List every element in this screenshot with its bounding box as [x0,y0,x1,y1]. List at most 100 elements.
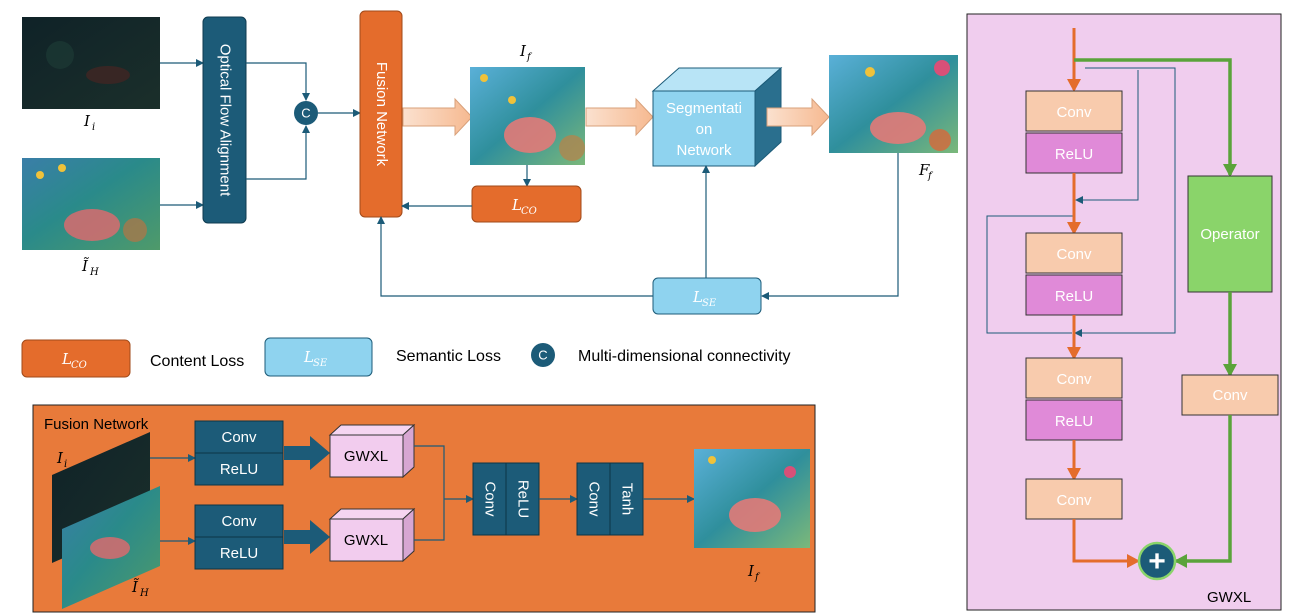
fusion-network-block: Fusion Network [359,10,403,218]
svg-text:C: C [538,347,547,362]
concat-node: C [294,101,318,125]
legend-semantic-loss-swatch: L SE [264,337,373,377]
svg-text:CO: CO [71,360,87,371]
fused-image [470,67,585,165]
svg-text:on: on [696,121,713,138]
segmentation-feature-image [829,55,958,153]
svg-text:ReLU: ReLU [220,461,258,478]
optical-flow-alignment-block: Optical Flow Alignment [202,16,247,224]
fusion-panel-title: Fusion Network [44,416,149,433]
svg-text:Tanh: Tanh [619,483,636,516]
svg-text:f: f [927,171,934,182]
fusion-panel-output-image [694,449,810,548]
svg-text:ReLU: ReLU [515,480,532,518]
fusion-upper-conv-relu: Conv ReLU [194,420,284,486]
arrow-feature-to-semantic-loss [761,153,899,300]
fusion-panel-input-high [62,486,160,609]
gwxl-green-to-sum [1174,415,1232,568]
svg-text:i: i [64,459,67,470]
svg-text:L: L [303,348,314,366]
svg-text:Conv: Conv [1056,246,1092,263]
big-arrow-fusion-to-output [402,97,473,137]
svg-text:Conv: Conv [586,481,603,517]
fusion-lower-gwxl: GWXL [328,507,416,563]
big-arrow-fused-to-segmentation [585,97,654,137]
segmentation-network-cube: Segmentati on Network [651,66,783,168]
gwxl-sum-node: + [1137,541,1177,581]
svg-text:Segmentati: Segmentati [666,100,742,117]
big-arrow-segmentation-to-feature [766,97,830,137]
svg-text:GWXL: GWXL [344,448,388,465]
fusion-panel-output-label: I f [747,562,761,583]
fusion-upper-gwxl: GWXL [328,423,416,479]
svg-text:GWXL: GWXL [344,532,388,549]
svg-text:H: H [89,267,99,278]
svg-text:Conv: Conv [1056,371,1092,388]
semantic-loss-box: L SE [652,277,762,315]
svg-text:L: L [511,196,522,214]
fusion-panel-input-high-label: Ĩ H [131,578,149,599]
input-high-exposure-image [22,158,160,250]
gwxl-operator-block: Operator [1187,175,1273,293]
svg-text:SE: SE [702,298,717,309]
svg-text:Conv: Conv [221,429,257,446]
gwxl-green-branch-top [1074,58,1237,177]
input-low-light-image [22,17,160,109]
fusion-upper-block-arrow [284,436,330,470]
svg-text:L: L [61,350,72,368]
svg-text:F: F [918,161,930,179]
svg-text:Conv: Conv [482,481,499,517]
gwxl-conv-relu-3: Conv ReLU [1025,357,1123,441]
fusion-mid-conv-relu: Conv ReLU [472,462,540,536]
svg-text:ReLU: ReLU [1055,146,1093,163]
svg-text:C: C [301,105,310,120]
gwxl-panel-title: GWXL [1207,589,1251,606]
gwxl-panel [966,13,1282,611]
fusion-merge-lines [414,445,445,541]
input-high-exposure-label: Ĩ H [81,257,99,278]
legend-semantic-loss-text: Semantic Loss [396,348,501,365]
feature-label: F f [918,161,934,182]
svg-text:ReLU: ReLU [1055,413,1093,430]
gwxl-skip-line-a [1074,67,1176,337]
gwxl-arrow-to-sum [1072,519,1140,568]
arrow-flow-top-to-concat [246,62,310,101]
content-loss-box: L CO [471,185,582,223]
svg-text:Network: Network [676,142,732,159]
svg-text:H: H [139,588,149,599]
gwxl-skip-line-b [1075,70,1139,204]
svg-text:I: I [83,112,91,130]
fusion-network-panel [32,404,816,613]
legend-content-loss-swatch: L CO [21,339,131,378]
fusion-lower-block-arrow [284,520,330,554]
svg-text:f: f [754,572,761,583]
fusion-lower-conv-relu: Conv ReLU [194,504,284,570]
arrow-semantic-loss-to-fusion [377,216,653,297]
svg-text:Optical Flow Alignment: Optical Flow Alignment [217,44,234,197]
svg-text:+: + [1148,545,1166,578]
svg-text:I: I [519,42,527,60]
svg-text:SE: SE [313,358,328,369]
arrow-flow-bottom-to-concat [246,125,310,180]
legend-concat-node: C [531,343,555,367]
svg-text:L: L [692,288,703,306]
gwxl-conv-4: Conv [1025,478,1123,520]
svg-text:ReLU: ReLU [220,545,258,562]
fused-image-label: I f [519,42,533,63]
svg-text:Operator: Operator [1200,226,1259,243]
svg-text:I: I [747,562,755,580]
svg-text:Fusion Network: Fusion Network [373,62,390,167]
svg-text:CO: CO [521,206,537,217]
legend-content-loss-text: Content Loss [150,353,244,370]
svg-text:i: i [92,122,95,133]
svg-text:ReLU: ReLU [1055,288,1093,305]
gwxl-branch-conv: Conv [1181,374,1279,416]
svg-text:f: f [526,52,533,63]
fusion-conv-tanh: Conv Tanh [576,462,644,536]
svg-text:Ĩ: Ĩ [81,257,89,275]
svg-text:Conv: Conv [1056,492,1092,509]
svg-text:Ĩ: Ĩ [131,578,139,596]
svg-text:I: I [56,449,64,467]
gwxl-conv-relu-1: Conv ReLU [1025,90,1123,174]
